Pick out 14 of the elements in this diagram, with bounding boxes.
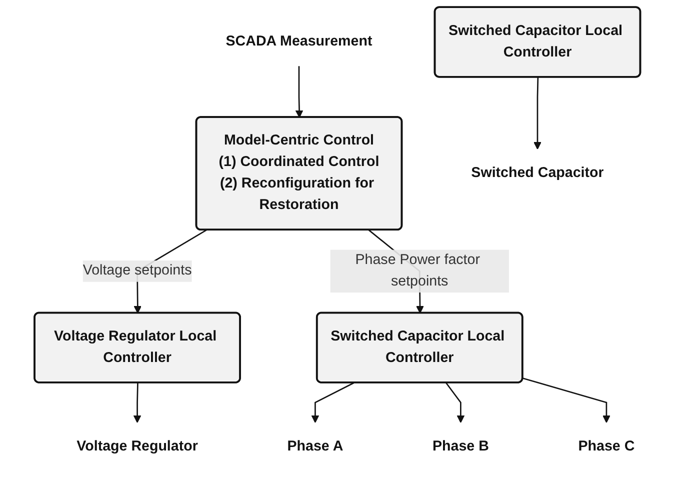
arrow <box>446 382 465 423</box>
arrow <box>133 382 142 423</box>
node-text: Phase B <box>432 438 489 454</box>
arrow <box>295 66 304 118</box>
node-text: Voltage Regulator <box>76 438 198 454</box>
node-text: Switched Capacitor <box>471 165 604 180</box>
edge-label: Phase Power factor setpoints <box>355 252 480 290</box>
node-text: Phase C <box>578 438 635 454</box>
node-text: SCADA Measurement <box>226 34 372 50</box>
arrow <box>311 382 354 423</box>
arrow <box>522 378 610 423</box>
arrow <box>534 77 542 150</box>
edge-label: Voltage setpoints <box>82 263 192 278</box>
node-text: Phase A <box>287 438 344 454</box>
